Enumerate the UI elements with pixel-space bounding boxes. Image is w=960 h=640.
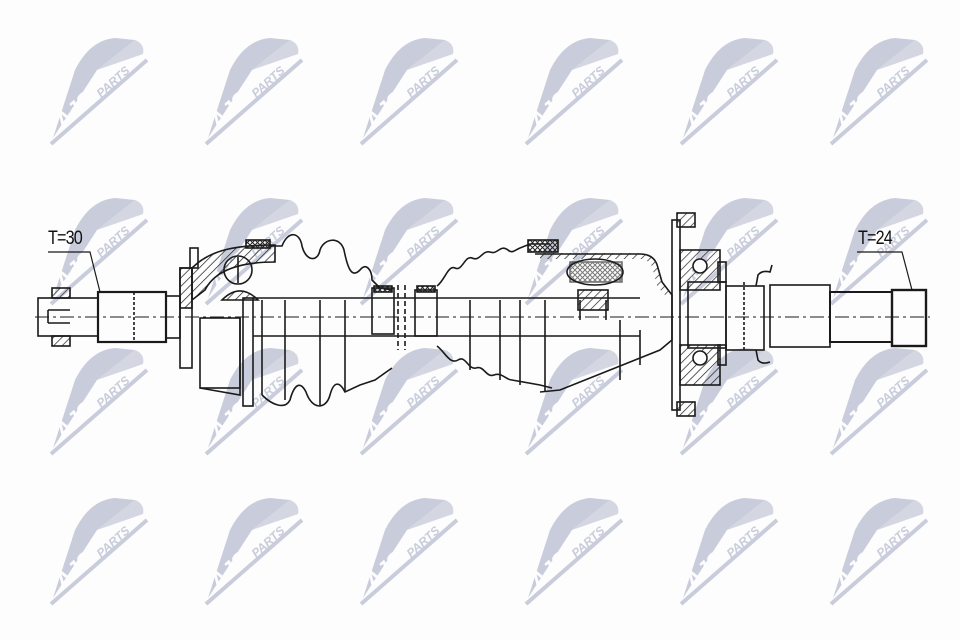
outer-cv-joint — [179, 239, 276, 407]
bearing-flange — [671, 212, 727, 417]
left-spline-teeth-label: T=30 — [48, 228, 83, 249]
left-spline-stub — [37, 287, 181, 347]
inner-boot — [436, 239, 559, 392]
right-spline-teeth-label: T=24 — [858, 228, 893, 249]
right-stub-shaft — [725, 264, 928, 364]
inner-tripod-housing — [535, 253, 673, 393]
outer-boot — [261, 233, 393, 407]
